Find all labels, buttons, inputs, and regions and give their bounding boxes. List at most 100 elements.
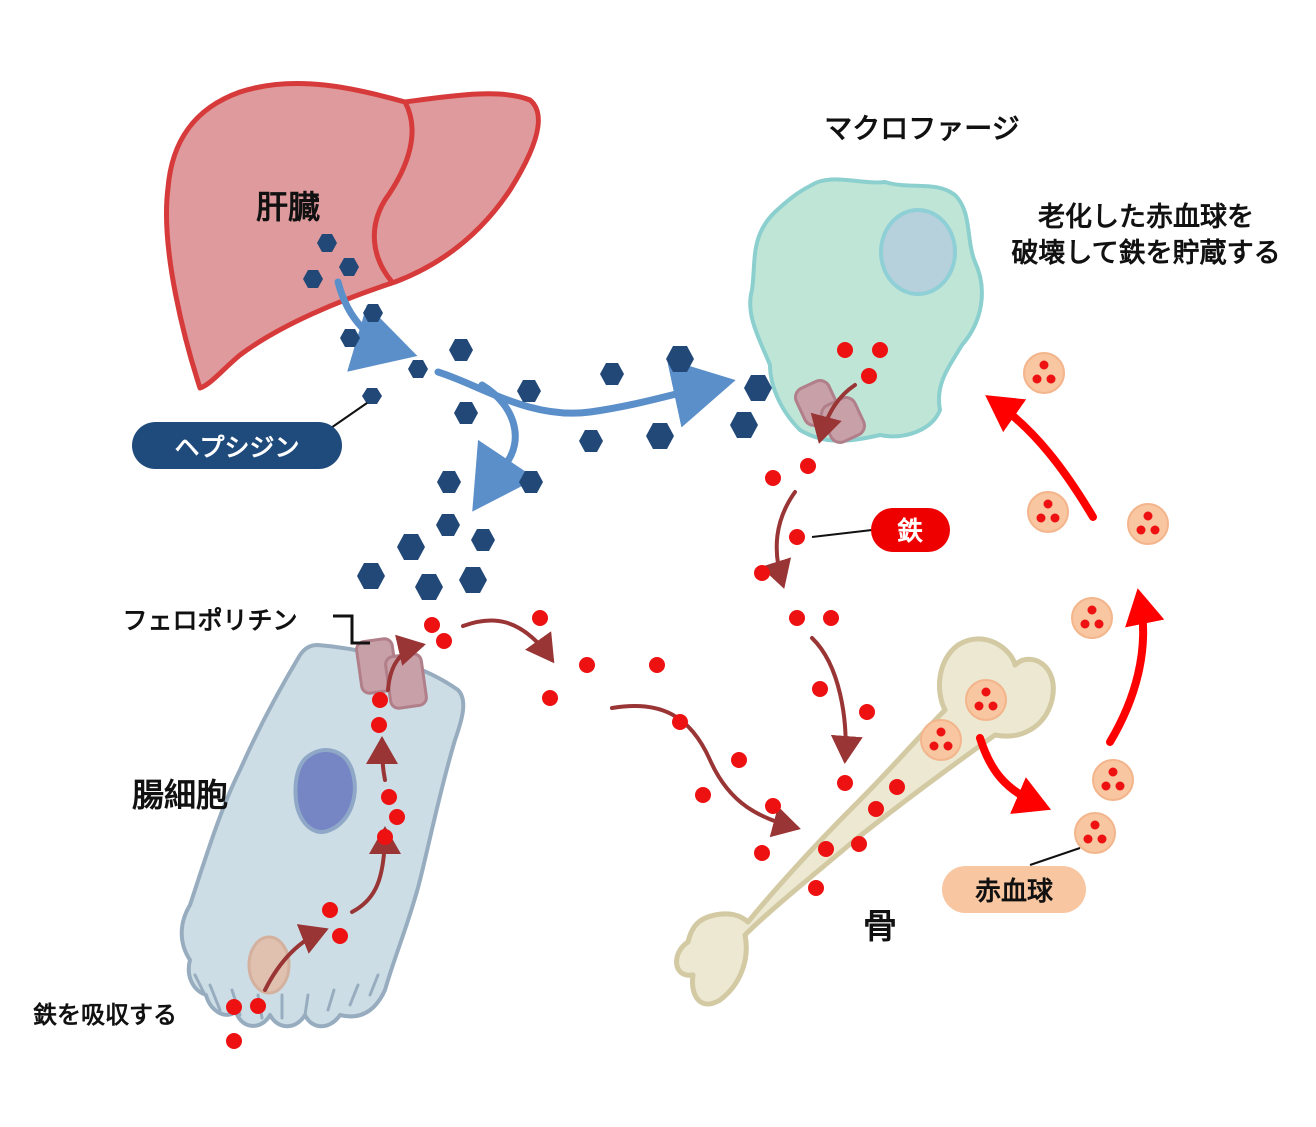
hepcidin-hex	[317, 234, 337, 252]
iron-dot	[872, 342, 888, 358]
hepcidin-leader-line	[327, 402, 368, 431]
rbc-arrow	[985, 395, 1097, 521]
iron-arrow	[760, 490, 797, 589]
macrophage-label: マクロファージ	[824, 112, 1019, 145]
absorb-label: 鉄を吸収する	[33, 1001, 177, 1029]
bone-label: 骨	[863, 907, 897, 947]
red-blood-cell	[965, 679, 1007, 721]
macrophage	[748, 177, 984, 443]
iron-leader-line	[811, 529, 873, 538]
iron-dot	[389, 809, 405, 825]
iron-pill	[871, 508, 950, 552]
enterocyte-label: 腸細胞	[132, 776, 228, 814]
iron-dot	[754, 565, 770, 581]
iron-dot	[695, 787, 711, 803]
ferroportin-enterocyte	[355, 637, 428, 710]
iron-dot	[812, 681, 828, 697]
rbc-leader-line	[1029, 847, 1081, 866]
red-blood-cells	[920, 352, 1169, 854]
iron-dot	[789, 529, 805, 545]
rbc-label: 赤血球	[975, 877, 1054, 907]
macrophage-note-line1: 老化した赤血球を	[1038, 202, 1254, 233]
hepcidin-hex	[666, 346, 694, 372]
iron-dot	[859, 704, 875, 720]
liver-label: 肝臓	[256, 188, 320, 226]
hepcidin-hex	[362, 388, 382, 404]
hepcidin-hex	[730, 412, 758, 438]
iron-dot	[672, 714, 688, 730]
iron-dot	[789, 610, 805, 626]
ferroportin-bracket	[333, 614, 370, 645]
enterocyte-nucleus	[293, 748, 357, 834]
enterocyte-transporter	[247, 935, 291, 995]
hepcidin-arrow-to-macrophage	[434, 359, 736, 428]
hepcidin-arrow-to-enterocyte	[472, 381, 537, 512]
rbc-flow-arrows	[976, 395, 1165, 814]
iron-dot	[250, 998, 266, 1014]
iron-arrow	[810, 636, 863, 764]
hepcidin-hex	[363, 304, 383, 322]
hepcidin-hex	[339, 258, 359, 276]
hepcidin-flow-arrows	[334, 278, 736, 512]
iron-dot	[837, 342, 853, 358]
iron-dot	[436, 633, 452, 649]
red-blood-cell	[1023, 352, 1065, 394]
hepcidin-hex	[471, 529, 495, 551]
red-blood-cell	[1127, 503, 1169, 545]
iron-dot	[754, 845, 770, 861]
iron-arrow	[366, 736, 399, 782]
hepcidin-hex	[303, 270, 323, 288]
hepcidin-pill	[132, 422, 342, 469]
iron-arrow	[461, 618, 555, 664]
iron-dot	[332, 928, 348, 944]
hepcidin-arrow-liver	[334, 278, 418, 372]
hepcidin-hex	[519, 471, 543, 493]
iron-dot	[861, 368, 877, 384]
hepcidin-hex	[436, 514, 460, 536]
iron-dot	[381, 789, 397, 805]
iron-dot	[532, 610, 548, 626]
iron-dot	[731, 752, 747, 768]
iron-dot	[649, 657, 665, 673]
iron-dot	[579, 657, 595, 673]
hepcidin-hex	[340, 329, 360, 347]
hepcidin-hex	[600, 363, 624, 385]
iron-dot	[868, 801, 884, 817]
hepcidin-hex	[449, 339, 473, 361]
iron-dot	[372, 692, 388, 708]
hepcidin-hex	[408, 360, 428, 378]
hepcidin-hex	[579, 430, 603, 452]
liver: 肝臓	[164, 81, 541, 391]
iron-dot	[837, 775, 853, 791]
hepcidin-hex	[415, 574, 443, 600]
hepcidin-hex	[744, 375, 772, 401]
hepcidin-label: ヘプシジン	[174, 433, 299, 462]
hepcidin-hex	[459, 567, 487, 593]
iron-dot	[818, 841, 834, 857]
ferroportin-label: フェロポリチン	[122, 606, 297, 635]
iron-arrow	[386, 634, 426, 692]
iron-dot	[889, 779, 905, 795]
hepcidin-hex	[517, 380, 541, 402]
iron-arrow	[263, 924, 329, 992]
macrophage-nucleus	[879, 208, 957, 296]
red-blood-cell	[920, 719, 962, 761]
red-blood-cell	[1074, 812, 1116, 854]
hepcidin-hex	[454, 402, 478, 424]
iron-dot	[371, 717, 387, 733]
iron-arrow	[810, 383, 857, 444]
liver-shape	[164, 81, 541, 391]
iron-dot	[765, 798, 781, 814]
hepcidin-molecules	[303, 234, 772, 600]
iron-flow-arrows	[263, 383, 863, 992]
iron-dot	[226, 999, 242, 1015]
hepcidin-hex	[397, 534, 425, 560]
iron-dots	[226, 342, 905, 1049]
hepcidin-hex	[357, 563, 385, 589]
red-blood-cell	[1071, 597, 1113, 639]
rbc-arrow	[1106, 588, 1165, 746]
red-blood-cell	[1027, 491, 1069, 533]
iron-dot	[765, 470, 781, 486]
macrophage-shape	[748, 177, 984, 443]
